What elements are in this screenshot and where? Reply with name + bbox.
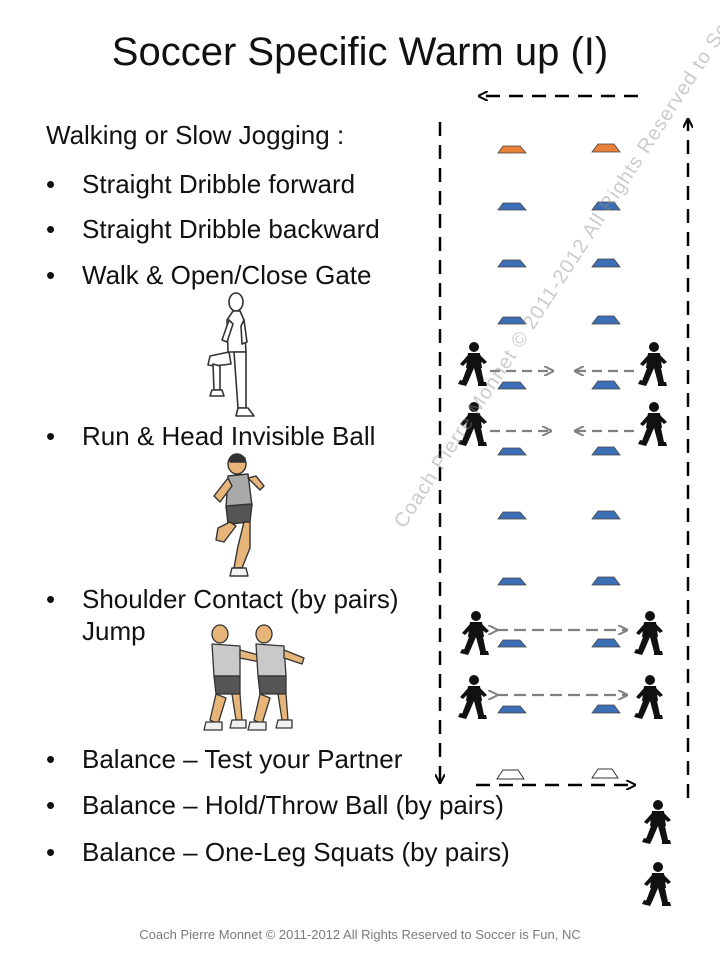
walking-person-illustration: [207, 292, 255, 417]
intro-text: Walking or Slow Jogging :: [46, 120, 345, 150]
blue-cone: [591, 446, 621, 456]
bullet-marker: •: [46, 744, 56, 774]
bullet-marker: •: [46, 214, 56, 244]
player-figure: [642, 862, 671, 906]
bullet-item: • Balance – Test your Partner: [46, 743, 402, 775]
shoulder-contact-illustration: [203, 624, 305, 731]
blue-cone: [497, 639, 527, 648]
cone-column-right: [591, 143, 621, 779]
blue-cone: [497, 447, 527, 456]
white-cone: [591, 768, 619, 779]
blue-cone: [591, 201, 621, 211]
bullet-marker: •: [46, 421, 56, 451]
blue-cone: [497, 381, 527, 390]
bullet-item: • Shoulder Contact (by pairs)Jump: [46, 583, 398, 647]
orange-cone: [497, 145, 527, 154]
bullet-marker: •: [46, 837, 56, 867]
blue-cone: [591, 510, 621, 520]
bullet-text: Shoulder Contact (by pairs): [82, 584, 399, 614]
player-figure: [638, 342, 667, 386]
blue-cone: [591, 576, 621, 586]
player-figure: [638, 402, 667, 446]
bullet-item: • Straight Dribble forward: [46, 168, 355, 200]
bullet-marker: •: [46, 169, 56, 199]
blue-cone: [591, 704, 621, 714]
bullet-item: • Balance – Hold/Throw Ball (by pairs): [46, 789, 504, 821]
bullet-item: • Balance – One-Leg Squats (by pairs): [46, 836, 510, 868]
blue-cone: [591, 315, 621, 325]
bullet-text: Balance – One-Leg Squats (by pairs): [82, 837, 510, 867]
bullet-item: • Straight Dribble backward: [46, 213, 380, 245]
bullet-marker: •: [46, 260, 56, 290]
white-cone: [496, 769, 525, 780]
player-figure: [458, 675, 487, 719]
bullet-text: Straight Dribble forward: [82, 169, 356, 199]
bullet-subtext: Jump: [82, 616, 146, 646]
bullet-text: Walk & Open/Close Gate: [82, 260, 372, 290]
player-figure: [642, 800, 671, 844]
bullet-item: • Run & Head Invisible Ball: [46, 420, 375, 452]
blue-cone: [497, 202, 527, 211]
player-figure: [634, 675, 663, 719]
player-figure: [460, 611, 489, 655]
running-player-illustration: [213, 453, 265, 577]
blue-cone: [497, 259, 527, 268]
bullet-text: Balance – Hold/Throw Ball (by pairs): [82, 790, 504, 820]
blue-cone: [591, 258, 621, 268]
blue-cone: [497, 511, 527, 520]
player-figure: [634, 611, 663, 655]
blue-cone: [591, 380, 621, 390]
orange-cone: [591, 143, 621, 153]
cone-column-left: [496, 145, 527, 780]
footer-copyright: Coach Pierre Monnet © 2011-2012 All Righ…: [139, 927, 581, 942]
page-title: Soccer Specific Warm up (I): [111, 30, 609, 74]
blue-cone: [497, 316, 527, 325]
bullet-item: • Walk & Open/Close Gate: [46, 259, 372, 291]
bullet-marker: •: [46, 790, 56, 820]
blue-cone: [497, 705, 527, 714]
bullet-text: Straight Dribble backward: [82, 214, 380, 244]
blue-cone: [497, 577, 527, 586]
bullet-text: Run & Head Invisible Ball: [82, 421, 376, 451]
blue-cone: [591, 638, 621, 648]
bullet-marker: •: [46, 584, 56, 614]
bullet-text: Balance – Test your Partner: [82, 744, 403, 774]
